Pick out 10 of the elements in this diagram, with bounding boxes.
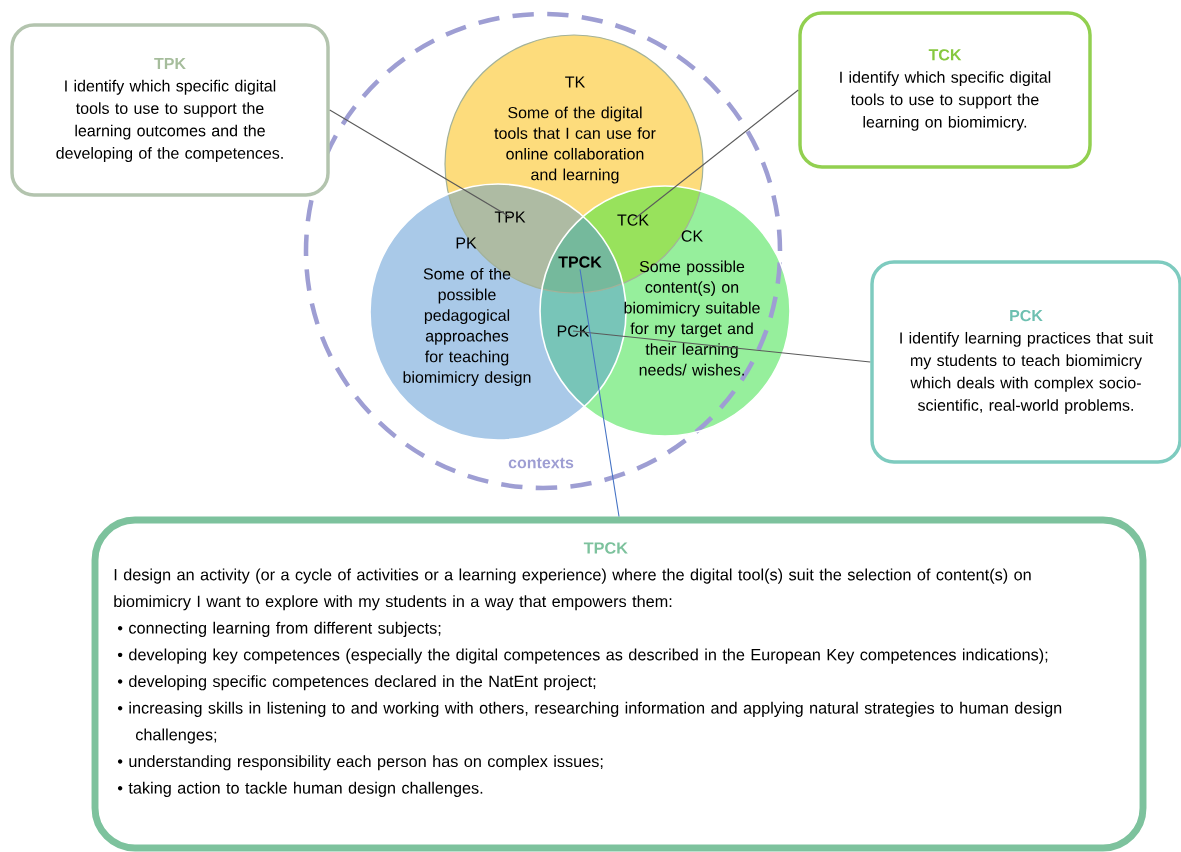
region-label: TPK	[494, 211, 526, 223]
callout-box: TCK I identify which specific digital tools to use to support the learning on biomimicry.	[798, 11, 1092, 169]
leader-line	[579, 268, 620, 518]
description-box: TPCK I design an activity (or a cycle of activities or a learning experience) where the digital tool(s) suit the selection of content(s) on biomimicry I want to explore with my students in a way that empowers them: • connecting learning from different subjects; • developing key competences (especially the digital competences as described in the European Key competences indications); • developing specific competences declared in the NatEnt project; • increasing skills in listening to and working with others, researching information and applying natural strategies to human design challenges; • understanding responsibility each person has on complex issues; • taking action to tackle human design challenges.	[91, 516, 1147, 852]
callout-box: TPK I identify which specific digital tools to use to support the learning outcomes and the developing of the competences.	[10, 23, 330, 197]
leader-line	[632, 89, 799, 221]
leader-line	[572, 330, 871, 363]
callout-box: PCK I identify learning practices that suit my students to teach biomimicry which deals with complex socio-scientific, real-world problems.	[870, 260, 1181, 464]
region-label: TPCK	[558, 256, 602, 268]
region-label: PCK	[557, 325, 590, 337]
